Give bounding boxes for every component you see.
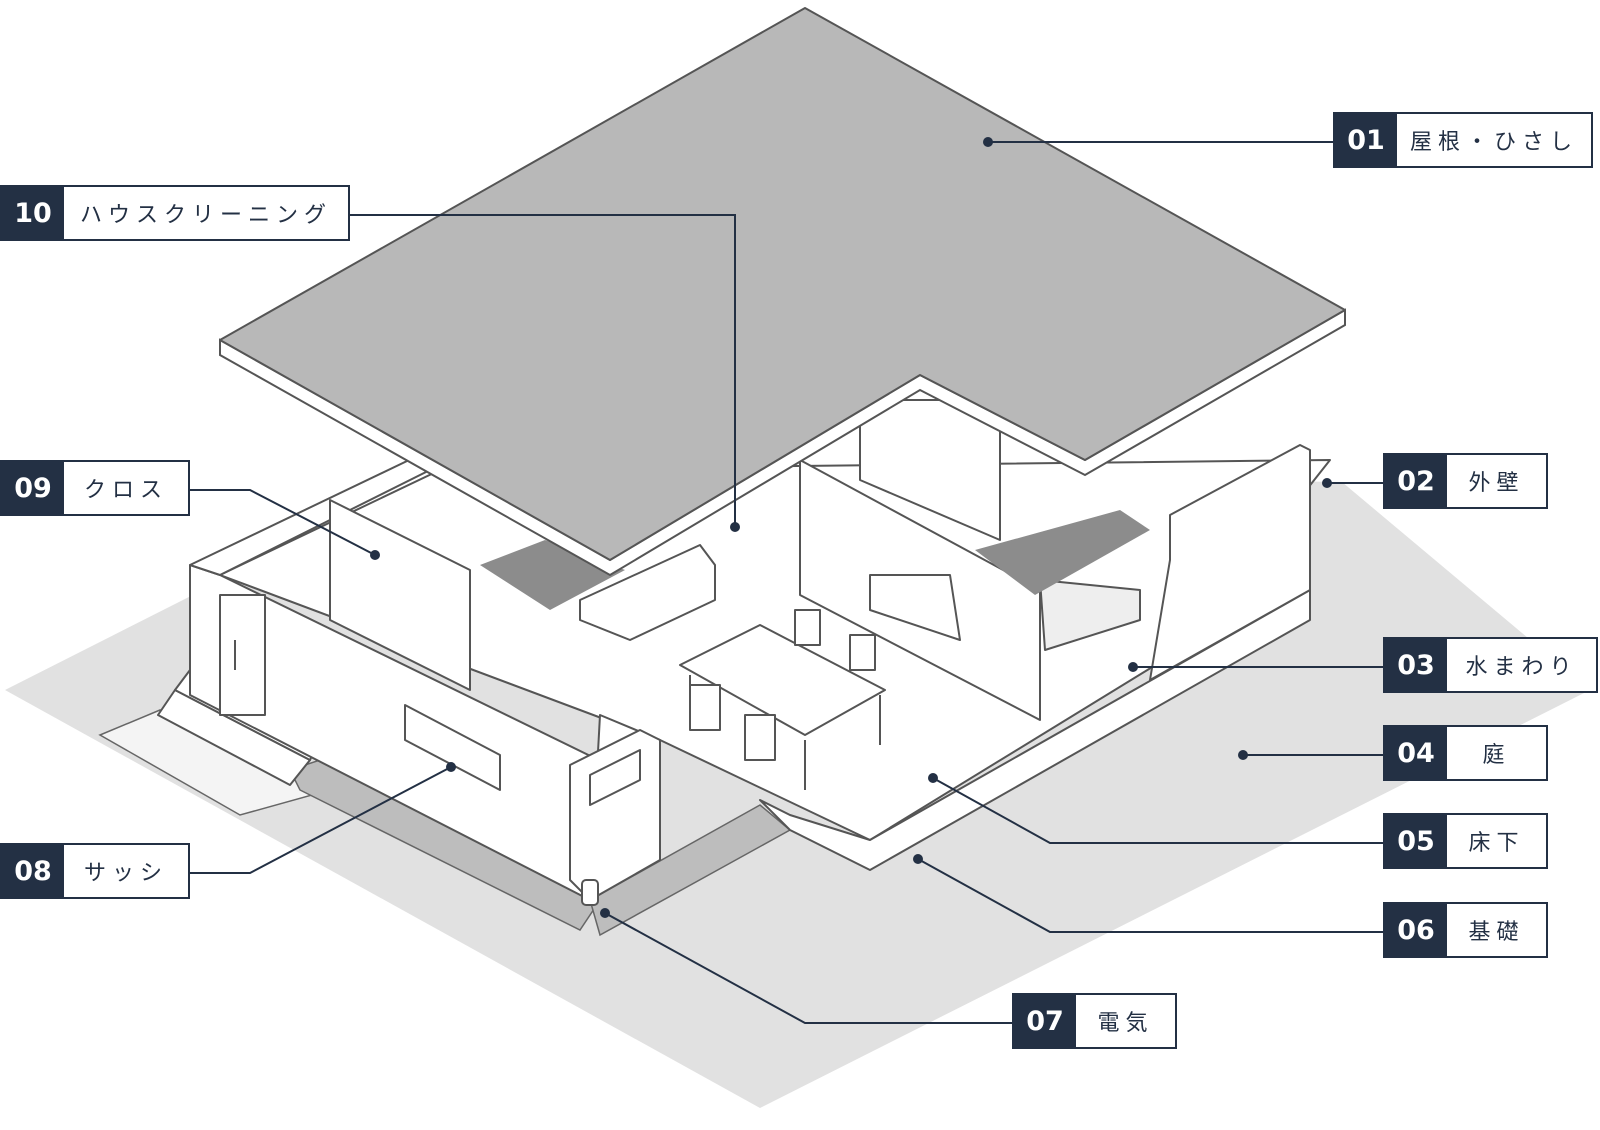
callout-label: 庭 — [1482, 743, 1511, 768]
callout-10[interactable]: 10 ハウスクリーニング — [0, 185, 350, 241]
callout-05[interactable]: 05 床下 — [1383, 813, 1548, 869]
callout-label: 床下 — [1468, 831, 1525, 856]
pin-dot-10 — [730, 522, 740, 532]
chair — [744, 714, 776, 761]
pin-dot-02 — [1322, 478, 1332, 488]
pin-dot-06 — [913, 854, 923, 864]
callout-01[interactable]: 01 屋根・ひさし — [1333, 112, 1593, 168]
pin-dot-07 — [600, 908, 610, 918]
foundation-wall-front — [759, 589, 1311, 871]
outer-wall-right — [1149, 444, 1311, 681]
callout-number: 05 — [1385, 815, 1447, 867]
pin-dot-09 — [370, 550, 380, 560]
pin-dot-05 — [928, 773, 938, 783]
leader-line-06 — [917, 858, 1383, 933]
partition-wall-left — [329, 499, 471, 691]
callout-label: 水まわり — [1465, 655, 1578, 680]
callout-number: 07 — [1014, 995, 1076, 1047]
callout-number: 09 — [2, 462, 64, 514]
callout-04[interactable]: 04 庭 — [1383, 725, 1548, 781]
callout-label: サッシ — [83, 861, 168, 886]
callout-02[interactable]: 02 外壁 — [1383, 453, 1548, 509]
kitchen-counter-top — [1039, 579, 1141, 651]
callout-label: ハウスクリーニング — [79, 203, 332, 228]
callout-07[interactable]: 07 電気 — [1012, 993, 1177, 1049]
pin-dot-08 — [446, 762, 456, 772]
roof-panel — [219, 7, 1346, 561]
callout-number: 06 — [1385, 904, 1447, 956]
window-kitchen — [869, 574, 961, 641]
leader-line-09 — [190, 489, 376, 556]
callout-label: クロス — [83, 478, 168, 503]
callout-number: 10 — [2, 187, 64, 239]
callout-03[interactable]: 03 水まわり — [1383, 637, 1598, 693]
pin-dot-01 — [983, 137, 993, 147]
callout-label: 屋根・ひさし — [1409, 130, 1578, 155]
electric-meter — [581, 879, 599, 906]
callout-06[interactable]: 06 基礎 — [1383, 902, 1548, 958]
window-small — [589, 749, 641, 806]
pin-dot-04 — [1238, 750, 1248, 760]
window-sash — [404, 704, 501, 791]
chair — [849, 634, 876, 671]
callout-label: 電気 — [1097, 1011, 1154, 1036]
leader-line-10 — [350, 214, 736, 527]
callout-number: 08 — [2, 845, 64, 897]
foundation-strip-left — [288, 759, 602, 931]
callout-number: 04 — [1385, 727, 1447, 779]
callout-09[interactable]: 09 クロス — [0, 460, 190, 516]
callout-label: 基礎 — [1468, 920, 1525, 945]
leader-line-08 — [190, 766, 452, 874]
leader-line-07 — [604, 912, 1012, 1024]
callout-08[interactable]: 08 サッシ — [0, 843, 190, 899]
sofa — [579, 544, 716, 641]
entrance-door — [219, 594, 266, 716]
leader-line-05 — [932, 777, 1383, 844]
pin-dot-03 — [1128, 662, 1138, 672]
callout-number: 03 — [1385, 639, 1447, 691]
chair — [689, 684, 721, 731]
callout-label: 外壁 — [1468, 471, 1525, 496]
callout-number: 01 — [1335, 114, 1397, 166]
counter-dark-right — [975, 510, 1150, 595]
callout-number: 02 — [1385, 455, 1447, 507]
dining-table-top — [679, 624, 886, 736]
chair — [794, 609, 821, 646]
